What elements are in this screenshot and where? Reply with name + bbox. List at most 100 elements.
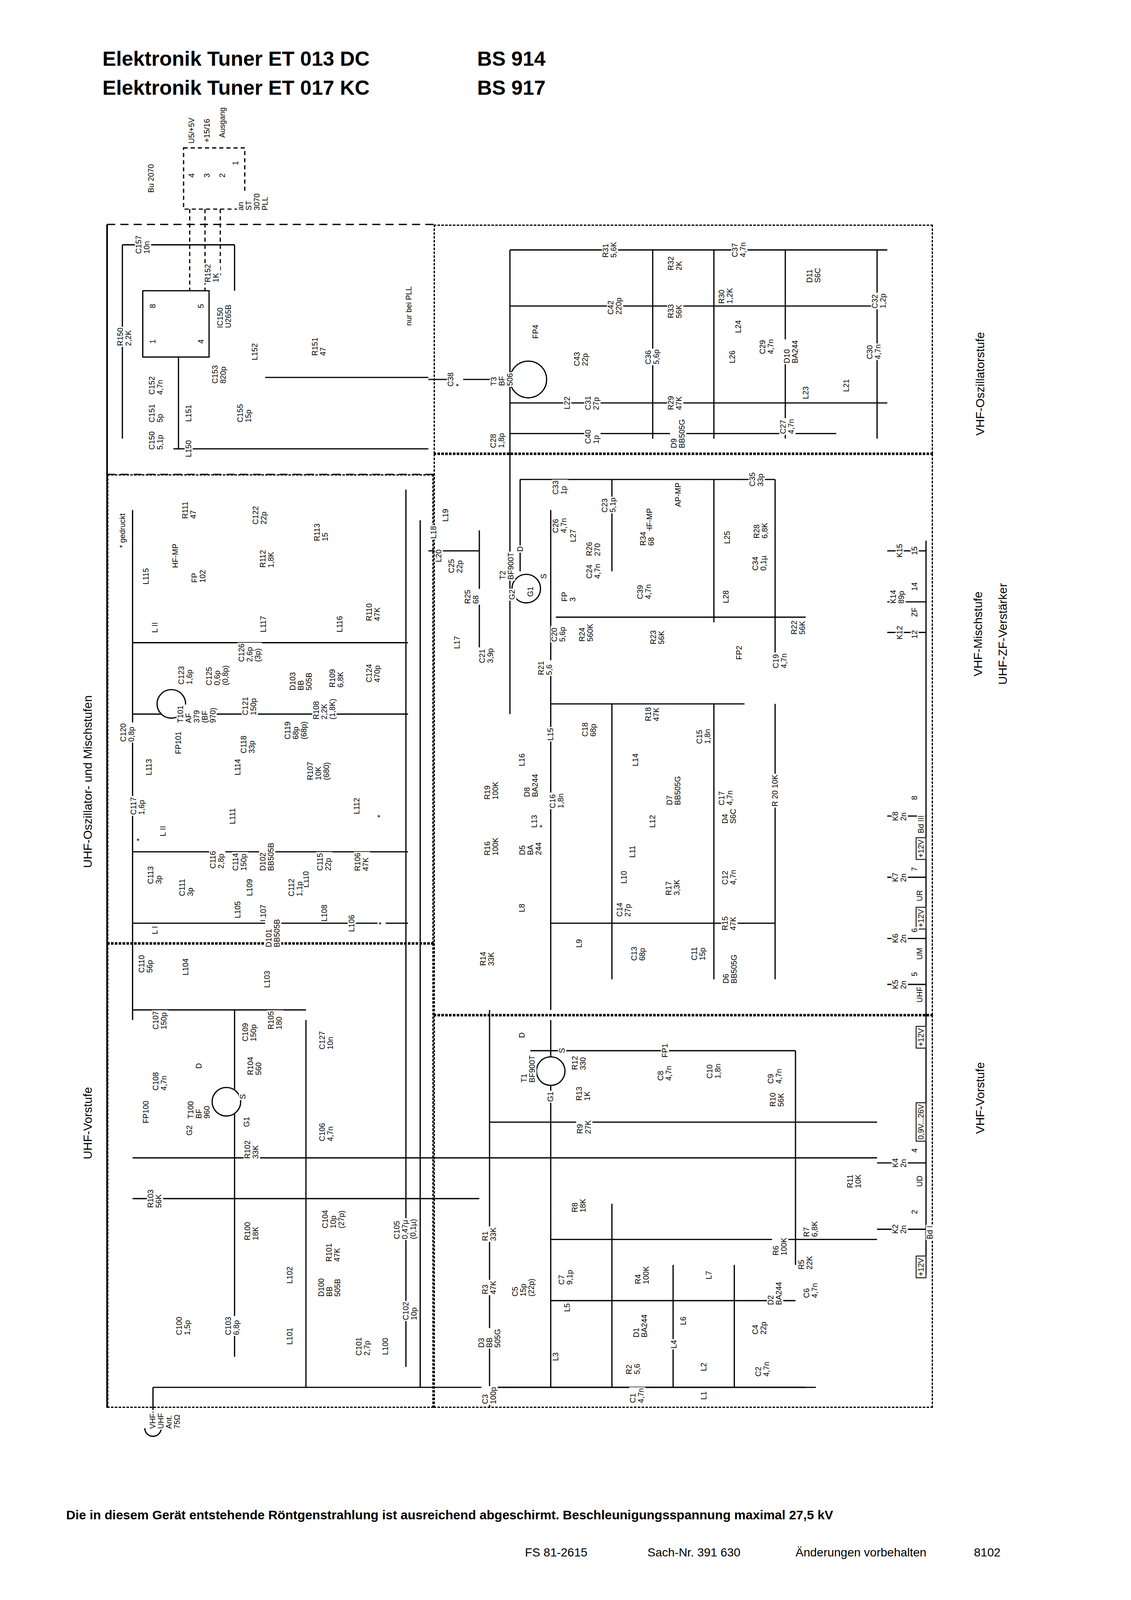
component-label: C19 4,7n	[772, 652, 789, 670]
component-label: R150 2,2K	[116, 326, 133, 347]
component-label: L II	[151, 620, 160, 633]
component-label: UD	[915, 1174, 925, 1188]
component-label: HF-MP	[171, 542, 180, 569]
component-label: IC150 U265B	[216, 303, 233, 329]
component-label: G1	[526, 585, 535, 598]
component-label: L27	[568, 527, 578, 543]
component-label: C1 4,7n	[629, 1386, 646, 1404]
component-label: 7	[910, 865, 919, 872]
component-label: 8	[910, 794, 919, 801]
component-label: L15	[546, 726, 555, 742]
text-label: Sach-Nr. 391 630	[647, 1545, 741, 1560]
component-label: 12	[910, 629, 919, 640]
component-label: G1	[242, 1115, 251, 1128]
component-label: D4 S6C	[721, 807, 738, 825]
component-label: R11 10K	[846, 1173, 863, 1189]
component-label: C115 22p	[316, 851, 333, 872]
component-label: 6	[910, 926, 919, 933]
component-label: R16 100K	[483, 836, 500, 857]
component-label: L11	[628, 844, 637, 859]
component-label: C155 15p	[236, 402, 254, 423]
text-label: FS 81-2615	[524, 1545, 588, 1560]
component-label: T100 BF 960	[186, 1099, 212, 1120]
component-label: FP4	[531, 323, 540, 340]
component-label: C118 33p	[239, 734, 257, 755]
component-label: K14 89p	[889, 588, 906, 605]
component-label: R31 5,6K	[601, 241, 618, 259]
component-label: C103 6,8p	[224, 1315, 241, 1336]
component-label: +12V	[915, 1026, 927, 1049]
component-label: C11 15p	[690, 945, 707, 962]
component-label: nur bei PLL	[405, 285, 414, 327]
component-label: D101 BB505B	[265, 918, 282, 948]
component-label: K2 2n	[891, 1223, 908, 1235]
region-label: VHF-Vorstufe	[973, 1061, 987, 1135]
component-label: 4	[187, 172, 196, 179]
component-label: L20	[434, 548, 443, 563]
terminal-pins	[877, 540, 927, 1275]
component-label: L152	[250, 342, 260, 362]
vhf-pre-wires	[132, 1009, 878, 1408]
component-label: R29 47K	[667, 394, 684, 411]
component-label: D100 BB 505B	[317, 1276, 342, 1298]
component-label: R14 33K	[479, 950, 496, 967]
component-label: L117	[259, 615, 268, 634]
component-label: R15 47K	[721, 915, 738, 931]
component-label: L105	[233, 900, 242, 919]
region-box: VHF-MischstufeUHF-ZF-Verstärker	[433, 453, 934, 1015]
component-label: D5 BA 244	[518, 841, 543, 856]
component-label: FP101	[174, 730, 183, 755]
region-label: VHF-Mischstufe	[971, 590, 985, 677]
component-label: S	[238, 1093, 247, 1100]
component-label: C33 1p	[551, 479, 569, 496]
component-label: C30 4,7n	[865, 343, 883, 361]
component-label: L6	[679, 1315, 688, 1326]
component-label: K6 2n	[891, 932, 908, 944]
component-label: C36 5,6p	[644, 348, 661, 366]
component-label: R8 18K	[571, 1197, 588, 1213]
component-label: C5 15p (22p)	[510, 1277, 536, 1298]
component-label: L II	[159, 824, 168, 837]
component-label: L100	[381, 1336, 390, 1356]
component-label: C127 10n	[318, 1030, 335, 1051]
component-label: R30 1,2K	[717, 286, 735, 305]
component-label: C110 56p	[137, 953, 155, 974]
component-label: D103 BB 505B	[288, 671, 314, 692]
component-label: C13 68p	[630, 945, 647, 962]
component-label: D102 BB505B	[259, 841, 276, 872]
region-label: UHF-ZF-Verstärker	[996, 582, 1009, 686]
component-label: R3 47K	[481, 1279, 498, 1295]
component-label: C111 3p	[178, 877, 195, 897]
component-label: C39 4,7n	[636, 582, 653, 600]
component-label: L12	[648, 813, 657, 829]
component-label: 5	[910, 970, 919, 977]
component-label: C37 4,7n	[731, 241, 748, 259]
component-label: L7	[704, 1269, 713, 1280]
component-label: R9 27K	[576, 1119, 593, 1135]
component-label: C24 4,7n	[585, 562, 602, 580]
component-label: L112	[352, 796, 362, 815]
schematic-wires	[107, 147, 927, 1436]
component-label: L10	[620, 869, 629, 885]
component-label: L14	[631, 752, 640, 767]
component-label: K12	[895, 624, 904, 640]
component-label: C18 68p	[581, 721, 598, 738]
component-label: 0,9V...26V	[915, 1101, 927, 1142]
component-label: G2	[185, 1124, 194, 1137]
component-label: * gedruckt	[118, 512, 127, 549]
component-label: C119 68p (68p)	[283, 720, 309, 741]
component-label: R13 1K	[575, 1085, 592, 1102]
vhf-osc-wires	[428, 249, 888, 714]
component-label: R 20 10K	[771, 773, 780, 808]
component-label: UHF	[915, 985, 925, 1003]
component-label: +15/16	[203, 117, 212, 144]
component-label: C117 1,6p	[129, 795, 146, 816]
connector-lines	[189, 209, 221, 291]
text-label: BS 914	[477, 47, 546, 71]
component-label: C125 0,6p (0,8p)	[205, 664, 230, 686]
component-label: T101 AF 379 (BF 970)	[176, 704, 217, 724]
component-label: FP 3	[560, 591, 578, 603]
component-label: D10 BA244	[783, 339, 800, 365]
component-label: C16 1,8n	[548, 792, 566, 809]
component-label: D8 BA244	[523, 772, 540, 798]
